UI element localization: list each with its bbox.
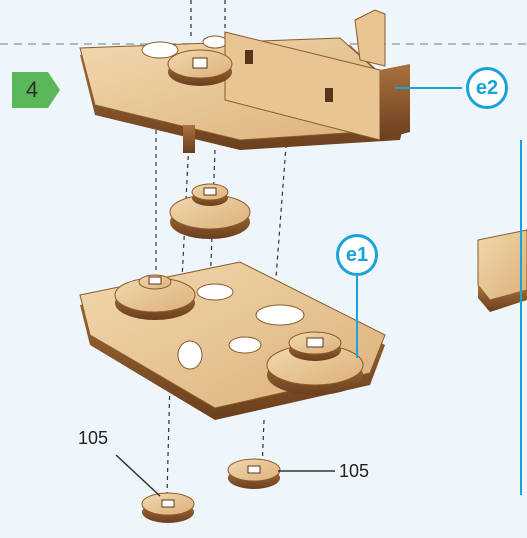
nut-105-left (141, 492, 195, 523)
callout-e1: e1 (336, 234, 378, 276)
leader-lines (115, 87, 462, 497)
middle-gear (169, 183, 251, 239)
callout-e2: e2 (466, 67, 508, 109)
part-label-105-left: 105 (78, 428, 109, 448)
step-number: 4 (25, 77, 39, 102)
bottom-assembly-e1 (79, 261, 386, 420)
step-badge: 4 (12, 72, 60, 108)
top-assembly-e2 (79, 9, 410, 153)
next-step-part (477, 140, 527, 495)
part-label-105-right: 105 (339, 461, 370, 481)
nut-105-right (227, 458, 281, 489)
step-badge-shape (12, 72, 60, 108)
